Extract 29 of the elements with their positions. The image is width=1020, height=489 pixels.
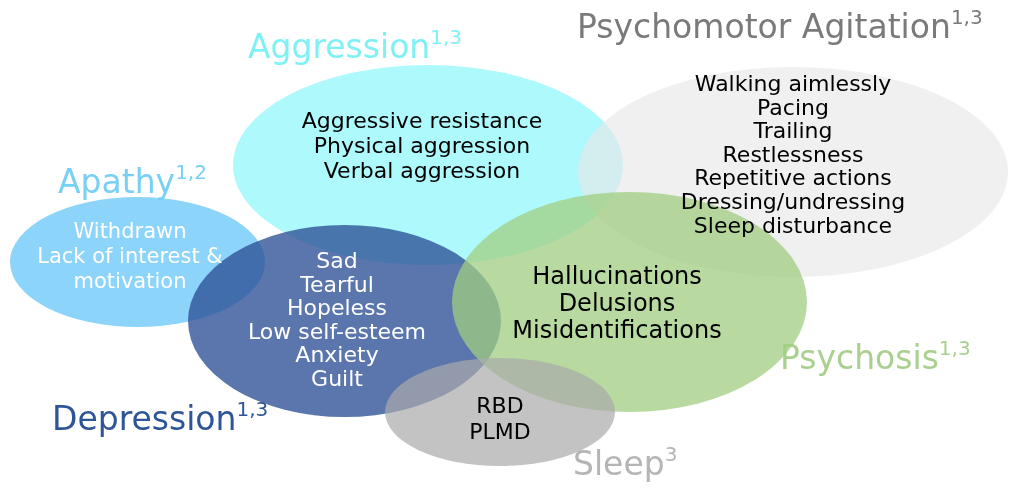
symptom-text: Anxiety [295, 343, 379, 367]
symptom-text: Restlessness [722, 142, 864, 167]
symptom-text: Dressing/undressing [680, 189, 906, 214]
category-heading: Sleep$^{3}$ [573, 445, 678, 483]
symptom-text: Low self-esteem [248, 319, 426, 344]
symptom-text: Repetitive actions [694, 166, 892, 190]
symptom-text: Tearful [300, 272, 374, 297]
symptom-text: Walking aimlessly [694, 72, 892, 96]
category-heading: Psychomotor Agitation$^{1,3}$ [577, 8, 983, 46]
category-heading: Depression$^{1,3}$ [52, 400, 269, 438]
category-heading: Psychosis$^{1,3}$ [780, 339, 971, 377]
symptom-text: Aggressive resistance [301, 108, 543, 133]
symptom-text: Withdrawn [73, 219, 187, 244]
symptom-text: Sad [316, 249, 358, 273]
symptom-text: Hopeless [286, 296, 388, 320]
symptom-text: Pacing [757, 95, 829, 120]
category-heading: Aggression$^{1,3}$ [248, 28, 463, 66]
symptom-text: Hallucinations [532, 263, 702, 290]
symptom-text: Delusions [558, 290, 676, 317]
symptom-text: PLMD [469, 419, 531, 445]
symptom-text: Misidentifications [512, 317, 722, 344]
symptom-text: Physical aggression [313, 133, 531, 158]
symptom-text: Verbal aggression [323, 158, 521, 183]
symptom-text: Sleep disturbance [693, 213, 893, 238]
symptom-text: Lack of interest & motivation [36, 244, 224, 294]
symptom-text: Guilt [311, 366, 363, 391]
symptom-text: Trailing [753, 119, 833, 143]
symptom-text: RBD [476, 393, 524, 419]
category-heading: Apathy$^{1,2}$ [58, 163, 207, 201]
